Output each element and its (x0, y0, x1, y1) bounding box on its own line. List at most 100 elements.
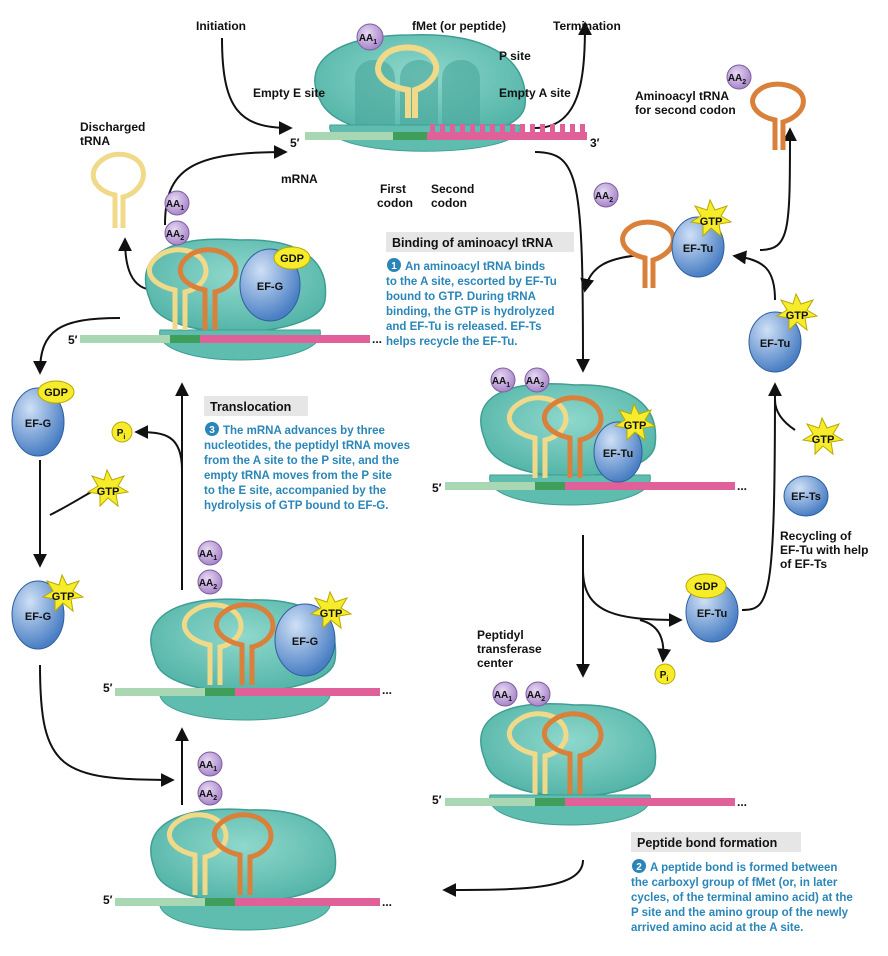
svg-text:AA2: AA2 (199, 578, 217, 591)
gtp-burst-right: GTP (801, 416, 845, 456)
svg-text:EF-G: EF-G (257, 281, 283, 293)
svg-text:bound to GTP. During tRNA: bound to GTP. During tRNA (386, 291, 536, 303)
svg-text:GTP: GTP (786, 310, 809, 322)
svg-text:...: ... (372, 332, 382, 346)
svg-text:AA1: AA1 (359, 33, 377, 46)
svg-text:GTP: GTP (320, 608, 343, 620)
discharged-trna (90, 151, 146, 228)
ribosome-peptidyl-transferase: AA1 AA2 (445, 681, 735, 826)
svg-text:The mRNA advances by three: The mRNA advances by three (223, 425, 385, 437)
pi-left: Pi (111, 421, 133, 443)
svg-text:and EF-Tu is released. EF-Ts: and EF-Tu is released. EF-Ts (386, 321, 542, 333)
svg-text:AA2: AA2 (728, 73, 746, 86)
svg-text:2: 2 (636, 862, 642, 873)
svg-text:P site and the amino group of: P site and the amino group of the newly (631, 907, 849, 919)
svg-text:Discharged: Discharged (80, 120, 145, 134)
svg-text:GTP: GTP (97, 486, 120, 498)
svg-text:EF-Tu: EF-Tu (697, 608, 727, 620)
ribosome-peptide-bond-done: AA1 AA2 (115, 751, 380, 931)
ef-g-gdp-bound: EF-G GDP (239, 246, 311, 322)
ef-ts: EF-Ts (783, 475, 829, 517)
ef-g-gdp-free: EF-G GDP (11, 380, 75, 457)
svg-text:Binding of aminoacyl tRNA: Binding of aminoacyl tRNA (392, 236, 553, 250)
svg-text:Second: Second (431, 182, 474, 196)
step-translocation: Translocation 3 The mRNA advances by thr… (204, 396, 410, 512)
svg-text:EF-Tu: EF-Tu (760, 338, 790, 350)
svg-text:fMet (or peptide): fMet (or peptide) (412, 19, 506, 33)
svg-text:...: ... (737, 479, 747, 493)
svg-text:EF-G: EF-G (292, 636, 318, 648)
svg-text:EF-Tu with help: EF-Tu with help (780, 543, 868, 557)
aminoacyl-trna-free: AA2 (726, 64, 806, 150)
svg-text:...: ... (737, 795, 747, 809)
svg-text:Translocation: Translocation (210, 400, 291, 414)
svg-text:to the E site, accompanied by: to the E site, accompanied by the (204, 485, 386, 497)
ribosome-aminoacyl-binding: EF-Tu GTP AA1 AA2 (445, 367, 735, 506)
svg-text:from the A site to the P site,: from the A site to the P site, and the (204, 455, 399, 467)
svg-text:An aminoacyl tRNA binds: An aminoacyl tRNA binds (405, 261, 545, 273)
svg-text:GDP: GDP (280, 253, 304, 265)
svg-text:EF-Tu: EF-Tu (683, 243, 713, 255)
svg-text:AA1: AA1 (492, 376, 510, 389)
svg-text:helps recycle the EF-Tu.: helps recycle the EF-Tu. (386, 336, 517, 348)
svg-text:5′: 5′ (103, 681, 113, 695)
svg-text:5′: 5′ (68, 333, 78, 347)
svg-text:AA1: AA1 (199, 760, 217, 773)
svg-text:Peptide bond formation: Peptide bond formation (637, 836, 777, 850)
svg-text:empty tRNA moves from the P si: empty tRNA moves from the P site (204, 470, 392, 482)
mrna-strand-1 (305, 124, 587, 140)
ribosome-translocation-done (80, 238, 370, 361)
svg-text:...: ... (382, 683, 392, 697)
svg-text:Peptidyl: Peptidyl (477, 628, 524, 642)
svg-text:tRNA: tRNA (80, 134, 110, 148)
svg-text:P site: P site (499, 49, 531, 63)
step-peptide-bond: Peptide bond formation 2 A peptide bond … (631, 832, 853, 934)
svg-text:center: center (477, 656, 513, 670)
cycle-arrows (33, 21, 797, 897)
svg-text:to the A site, escorted by EF-: to the A site, escorted by EF-Tu (386, 276, 557, 288)
svg-text:of EF-Ts: of EF-Ts (780, 557, 827, 571)
svg-text:arrived amino acid at the A si: arrived amino acid at the A site. (631, 922, 803, 934)
svg-text:GTP: GTP (52, 591, 75, 603)
svg-text:GTP: GTP (812, 434, 835, 446)
svg-text:Initiation: Initiation (196, 19, 246, 33)
svg-text:EF-G: EF-G (25, 418, 51, 430)
svg-text:Pi: Pi (660, 670, 669, 683)
svg-text:GTP: GTP (624, 420, 647, 432)
svg-text:Empty A site: Empty A site (499, 86, 571, 100)
svg-text:Termination: Termination (553, 19, 621, 33)
svg-text:cycles, of the terminal amino: cycles, of the terminal amino acid) at t… (631, 892, 853, 904)
svg-text:AA2: AA2 (527, 690, 545, 703)
svg-text:nucleotides, the peptidyl tRNA: nucleotides, the peptidyl tRNA moves (204, 440, 410, 452)
svg-text:AA2: AA2 (526, 376, 544, 389)
svg-text:Aminoacyl tRNA: Aminoacyl tRNA (635, 89, 729, 103)
svg-text:5′: 5′ (290, 136, 300, 150)
svg-text:AA1: AA1 (166, 199, 184, 212)
trna-fmet (375, 44, 440, 118)
svg-text:Pi: Pi (117, 428, 126, 441)
ef-tu-gtp-free: EF-Tu GTP (748, 292, 819, 373)
svg-text:5′: 5′ (432, 481, 442, 495)
svg-text:A peptide bond is formed betwe: A peptide bond is formed between (650, 862, 837, 874)
svg-text:for second codon: for second codon (635, 103, 736, 117)
ribosome-translocation: EF-G GTP AA1 AA2 (115, 540, 380, 721)
svg-text:3: 3 (209, 425, 215, 436)
aa1-top: AA1 (356, 23, 384, 51)
svg-text:mRNA: mRNA (281, 172, 318, 186)
svg-text:hydrolysis of GTP bound to EF-: hydrolysis of GTP bound to EF-G. (204, 500, 388, 512)
svg-text:the carboxyl group of fMet (or: the carboxyl group of fMet (or, in later (631, 877, 838, 889)
svg-text:AA2: AA2 (166, 229, 184, 242)
svg-text:EF-Tu: EF-Tu (603, 448, 633, 460)
gtp-burst-left: GTP (86, 468, 130, 508)
svg-text:EF-G: EF-G (25, 611, 51, 623)
svg-text:5′: 5′ (103, 893, 113, 907)
svg-text:GTP: GTP (700, 216, 723, 228)
ef-g-gtp-free: EF-G GTP (11, 573, 85, 650)
svg-text:First: First (380, 182, 406, 196)
ef-tu-gtp-trna-complex: AA2 EF-Tu GTP (593, 182, 733, 288)
svg-text:1: 1 (391, 261, 397, 272)
ef-tu-gdp: EF-Tu GDP (685, 573, 739, 643)
svg-text:codon: codon (431, 196, 467, 210)
svg-text:codon: codon (377, 196, 413, 210)
